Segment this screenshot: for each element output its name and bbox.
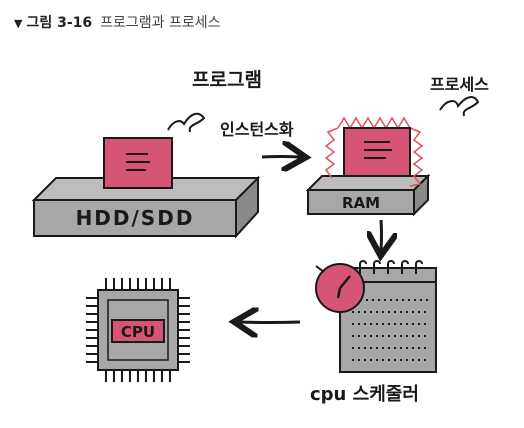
storage-slab: HDD/SDD — [31, 175, 261, 239]
instantiate-label: 인스턴스화 — [220, 120, 294, 139]
scheduler-to-cpu-arrow — [240, 322, 301, 323]
figure-number: 그림 3-16 — [26, 15, 93, 31]
clock-icon — [315, 263, 365, 313]
figure-caption: ▼ 그림 3-16 프로그램과 프로세스 — [14, 12, 221, 32]
ram-to-scheduler-arrow — [381, 219, 382, 250]
process-document — [324, 116, 424, 187]
ram-label: RAM — [342, 194, 380, 212]
process-glow — [324, 116, 424, 187]
cpu-chip-icon: CPU — [86, 278, 190, 382]
instantiate-arrow — [261, 157, 300, 158]
process-pointer-squiggle — [439, 96, 480, 117]
cpu-label: CPU — [121, 323, 155, 341]
ram-slab: RAM — [305, 173, 431, 217]
scheduler-label: cpu 스케줄러 — [310, 384, 419, 405]
caption-marker-icon: ▼ — [14, 17, 23, 30]
program-pointer-squiggle — [167, 112, 206, 133]
storage-label: HDD/SDD — [76, 206, 195, 230]
program-document — [103, 137, 173, 189]
figure-title: 프로그램과 프로세스 — [100, 15, 221, 31]
program-label: 프로그램 — [192, 69, 262, 91]
process-label: 프로세스 — [430, 75, 489, 94]
